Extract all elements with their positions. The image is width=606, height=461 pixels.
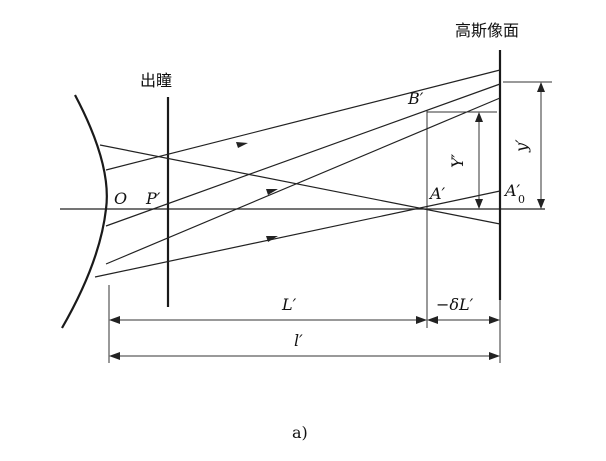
L-prime-arrow-right xyxy=(416,316,427,324)
y-prime-label: y′ xyxy=(512,139,531,153)
ray-arrowhead xyxy=(236,142,248,148)
ray-lower-to-a xyxy=(94,190,501,278)
l-prime-arrow-left xyxy=(109,352,120,360)
lens-surface xyxy=(61,94,108,329)
L-prime-label: L′ xyxy=(281,295,297,314)
Y-prime-arrow-down xyxy=(475,199,483,209)
point-a0-prime-label: A′ xyxy=(503,181,521,200)
point-a0-prime-subscript: 0 xyxy=(518,193,525,206)
gaussian-image-plane-label: 高斯像面 xyxy=(455,21,519,40)
point-a-prime-label: A′ xyxy=(428,184,446,203)
delta-L-prime-arrow-right xyxy=(489,316,500,324)
point-b-prime-label: B′ xyxy=(407,89,424,108)
y-prime-arrow-down xyxy=(537,199,545,209)
Y-prime-arrow-up xyxy=(475,112,483,122)
delta-L-prime-arrow-left xyxy=(427,316,438,324)
ray-arrowhead xyxy=(266,236,278,242)
ray-upper-to-b xyxy=(105,69,501,171)
l-prime-label: l′ xyxy=(294,331,303,350)
point-o-label: O xyxy=(114,189,127,208)
Y-prime-label: Y′ xyxy=(448,153,467,168)
point-p-prime-label: P′ xyxy=(145,189,161,208)
delta-L-prime-label: −δL′ xyxy=(436,295,474,314)
y-prime-arrow-up xyxy=(537,82,545,92)
l-prime-arrow-right xyxy=(489,352,500,360)
ray-arrowhead xyxy=(266,189,278,195)
figure-caption: a) xyxy=(292,423,308,442)
ray-middle-to-b xyxy=(105,83,501,227)
exit-pupil-label: 出瞳 xyxy=(140,71,172,90)
L-prime-arrow-left xyxy=(109,316,120,324)
ray-upper-to-a xyxy=(99,144,501,225)
ray-lower-to-b xyxy=(105,97,501,265)
